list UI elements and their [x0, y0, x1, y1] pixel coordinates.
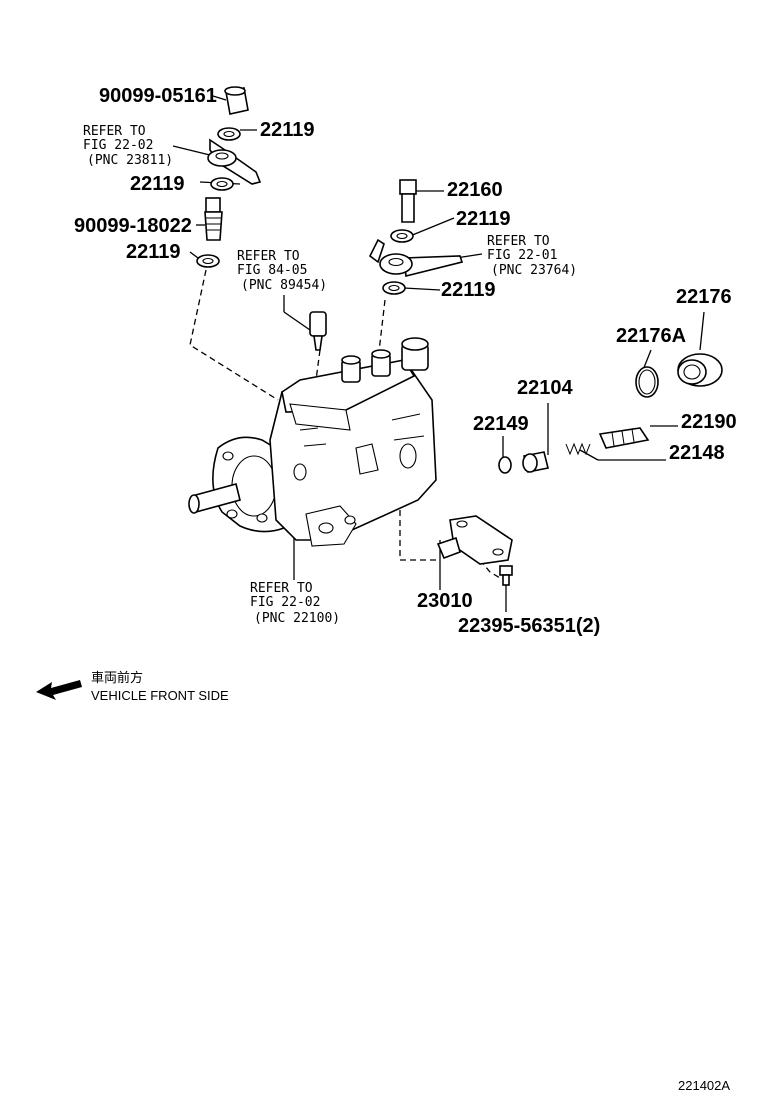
union-fitting-left	[207, 138, 262, 185]
label-22148: 22148	[669, 442, 725, 464]
cap-nut-90099-05161	[224, 86, 249, 115]
figure-id: 221402A	[678, 1078, 730, 1093]
label-22190: 22190	[681, 411, 737, 433]
label-22160: 22160	[447, 179, 503, 201]
front-side-en: VEHICLE FRONT SIDE	[91, 688, 229, 703]
bolt-22160	[399, 179, 417, 223]
label-22104: 22104	[517, 377, 573, 399]
label-22176: 22176	[676, 286, 732, 308]
vehicle-front-side-indicator: 車両前方 VEHICLE FRONT SIDE	[36, 670, 229, 703]
label-23010: 23010	[417, 590, 473, 612]
ref-callout-22-01-23764: REFER TO FIG 22-01 (PNC 23764)	[487, 234, 577, 278]
ref-callout-84-05-89454: REFER TO FIG 84-05 (PNC 89454)	[237, 249, 327, 293]
plug-22176	[677, 353, 723, 387]
piston-22104	[522, 451, 549, 473]
ref1-line1: REFER TO	[83, 124, 146, 139]
ref1-line2: FIG 22-02	[83, 138, 153, 153]
label-22176A: 22176A	[616, 325, 686, 347]
gasket-22119-upper-right	[390, 229, 414, 243]
ref3-line2: FIG 22-01	[487, 248, 557, 263]
label-22119-b: 22119	[130, 173, 185, 195]
ref2-line1: REFER TO	[237, 249, 300, 264]
label-90099-18022: 90099-18022	[74, 215, 192, 237]
ref-callout-22-02-22100: REFER TO FIG 22-02 (PNC 22100)	[250, 581, 340, 626]
gasket-22119-low	[196, 254, 220, 268]
ref1-line3: (PNC 23811)	[87, 153, 173, 168]
gasket-22119-top	[217, 127, 241, 141]
ref4-line3: (PNC 22100)	[254, 611, 340, 626]
solenoid-23010	[436, 515, 513, 565]
ref2-line3: (PNC 89454)	[241, 278, 327, 293]
label-22395-56351: 22395-56351(2)	[458, 615, 600, 637]
front-direction-arrow-icon	[36, 680, 82, 700]
injection-pump-body	[188, 337, 437, 547]
dashed-guide-lines	[189, 269, 501, 579]
ref4-line1: REFER TO	[250, 581, 313, 596]
bolt-90099-18022	[204, 197, 223, 241]
gasket-22119-mid	[210, 177, 234, 191]
label-22149: 22149	[473, 413, 529, 435]
ref-callout-22-02-23811: REFER TO FIG 22-02 (PNC 23811)	[83, 124, 173, 168]
ref4-line2: FIG 22-02	[250, 595, 320, 610]
ref3-line3: (PNC 23764)	[491, 263, 577, 278]
ref3-line1: REFER TO	[487, 234, 550, 249]
label-22119-c: 22119	[126, 241, 181, 263]
label-90099-05161: 90099-05161	[99, 85, 217, 107]
label-22119-e: 22119	[441, 279, 496, 301]
part-labels: 90099-05161 22119 22119 90099-18022 2211…	[74, 85, 737, 637]
union-fitting-right	[368, 238, 464, 277]
gasket-22119-lower-right	[382, 281, 406, 295]
front-side-jp: 車両前方	[91, 670, 143, 685]
label-22119-a: 22119	[260, 119, 315, 141]
piston-22190	[598, 427, 650, 449]
snap-ring-22149	[498, 456, 512, 474]
sensor-89454	[309, 311, 327, 351]
spring-22148	[565, 442, 591, 456]
o-ring-22176A	[635, 366, 659, 398]
bolt-22395	[499, 565, 513, 586]
ref2-line2: FIG 84-05	[237, 263, 307, 278]
label-22119-d: 22119	[456, 208, 511, 230]
